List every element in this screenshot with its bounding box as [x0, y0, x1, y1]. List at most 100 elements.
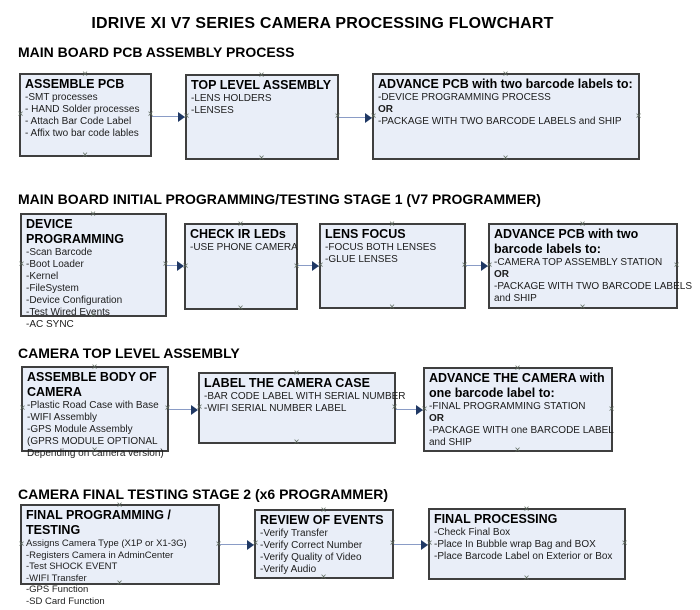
box-title: LENS FOCUS: [325, 227, 406, 241]
connection-handle-icon: ×: [320, 572, 327, 583]
arrow-head-icon: [247, 540, 254, 550]
box-item: -Plastic Road Case with Base: [27, 400, 159, 411]
flow-arrow[interactable]: [169, 404, 198, 416]
flow-arrow[interactable]: [152, 111, 185, 123]
connection-handle-icon: ×: [147, 109, 154, 120]
connection-handle-icon: ×: [196, 402, 203, 413]
box-item: OR: [378, 104, 393, 115]
connection-handle-icon: ×: [514, 363, 521, 374]
process-box-advance-pcb-1[interactable]: × × × × ADVANCE PCB with two barcode lab…: [370, 70, 642, 164]
box-item: OR: [494, 269, 509, 280]
box-item: -USE PHONE CAMERA: [190, 242, 298, 253]
box-item: -GPS Function: [26, 584, 89, 595]
arrow-head-icon: [178, 112, 185, 122]
process-box-advance-pcb-2[interactable]: × × × × ADVANCE PCB with two barcode lab…: [487, 220, 692, 313]
connection-handle-icon: ×: [514, 445, 521, 456]
section-heading: CAMERA FINAL TESTING STAGE 2 (x6 PROGRAM…: [18, 486, 388, 502]
connection-handle-icon: ×: [258, 153, 265, 164]
connection-handle-icon: ×: [91, 445, 98, 456]
connection-handle-icon: ×: [391, 402, 398, 413]
box-item: -PACKAGE WITH one BARCODE LABEL: [429, 425, 614, 436]
box-item: -Verify Audio: [260, 564, 317, 575]
arrow-line: [152, 116, 181, 117]
arrow-line: [396, 409, 419, 410]
connection-handle-icon: ×: [317, 260, 324, 271]
process-box-final-processing[interactable]: × × × × FINAL PROCESSING -Check Final Bo…: [426, 505, 628, 584]
flow-arrow[interactable]: [466, 260, 488, 272]
connection-handle-icon: ×: [116, 578, 123, 589]
arrow-line: [466, 265, 484, 266]
connection-handle-icon: ×: [237, 219, 244, 230]
flow-arrow[interactable]: [394, 539, 428, 551]
box-item: (GPRS MODULE OPTIONAL: [27, 436, 158, 447]
box-item: -LENSES: [191, 105, 234, 116]
box-item: -PACKAGE WITH TWO BARCODE LABELS: [494, 281, 692, 292]
connection-handle-icon: ×: [635, 110, 642, 122]
process-box-advance-camera[interactable]: × × × × ADVANCE THE CAMERA with one barc…: [422, 363, 615, 456]
connection-handle-icon: ×: [18, 259, 25, 270]
flow-arrow[interactable]: [298, 260, 319, 272]
box-title: CHECK IR LEDs: [190, 227, 286, 241]
box-title: ADVANCE PCB with two barcode labels to:: [494, 227, 639, 256]
box-item: -Place Barcode Label on Exterior or Box: [434, 551, 613, 562]
box-item: -FINAL PROGRAMMING STATION: [429, 401, 586, 412]
box-item: Assigns Camera Type (X1P or X1-3G): [26, 538, 187, 549]
connection-handle-icon: ×: [320, 505, 327, 516]
box-item: -Verify Quality of Video: [260, 552, 362, 563]
connection-handle-icon: ×: [82, 150, 88, 161]
arrow-head-icon: [365, 113, 372, 123]
box-item: Depending on camera version): [27, 448, 164, 459]
section-heading: CAMERA TOP LEVEL ASSEMBLY: [18, 345, 240, 361]
process-box-review-of-events[interactable]: × × × × REVIEW OF EVENTS -Verify Transfe…: [252, 505, 396, 583]
flow-arrow[interactable]: [220, 539, 254, 551]
connection-handle-icon: ×: [90, 310, 96, 321]
box-title: REVIEW OF EVENTS: [260, 513, 384, 527]
connection-handle-icon: ×: [18, 538, 25, 550]
arrow-head-icon: [177, 261, 184, 271]
box-item: -AC SYNC: [26, 319, 74, 330]
box-item: -SMT processes: [25, 92, 98, 103]
box-item: OR: [429, 413, 444, 424]
connection-handle-icon: ×: [19, 403, 26, 414]
connection-handle-icon: ×: [91, 362, 98, 373]
flow-arrow[interactable]: [339, 112, 372, 124]
connection-handle-icon: ×: [252, 538, 259, 549]
connection-handle-icon: ×: [293, 260, 300, 272]
arrow-head-icon: [481, 261, 488, 271]
box-item: and SHIP: [494, 293, 537, 304]
process-box-check-ir-leds[interactable]: × × × × CHECK IR LEDs -USE PHONE CAMERA: [182, 219, 300, 314]
box-title: TOP LEVEL ASSEMBLY: [191, 78, 332, 92]
box-item: -GPS Module Assembly: [27, 424, 133, 435]
box-title: DEVICE PROGRAMMING: [26, 217, 124, 246]
box-item: -DEVICE PROGRAMMING PROCESS: [378, 92, 551, 103]
box-item: -Scan Barcode: [26, 247, 93, 258]
box-title: ADVANCE PCB with two barcode labels to:: [378, 77, 633, 91]
arrow-head-icon: [312, 261, 319, 271]
box-item: -Test SHOCK EVENT: [26, 561, 118, 572]
process-box-top-level-assembly[interactable]: × × × × TOP LEVEL ASSEMBLY -LENS HOLDERS…: [184, 71, 341, 164]
box-item: -Verify Transfer: [260, 528, 328, 539]
box-item: -SD Card Function: [26, 595, 105, 607]
flow-arrow[interactable]: [396, 404, 423, 416]
process-box-device-programming[interactable]: × × × × DEVICE PROGRAMMING -Scan Barcode…: [18, 210, 169, 331]
connection-handle-icon: ×: [370, 110, 377, 122]
connection-handle-icon: ×: [215, 538, 222, 550]
connection-handle-icon: ×: [17, 109, 24, 120]
connection-handle-icon: ×: [182, 260, 189, 272]
connection-handle-icon: ×: [293, 437, 300, 448]
box-item: - HAND Solder processes: [25, 104, 140, 115]
process-box-assemble-pcb[interactable]: × × × × ASSEMBLE PCB -SMT processes - HA…: [17, 70, 154, 161]
connection-handle-icon: ×: [426, 538, 433, 549]
connection-handle-icon: ×: [461, 260, 468, 271]
flow-arrow[interactable]: [167, 260, 184, 272]
connection-handle-icon: ×: [502, 153, 509, 164]
process-box-final-programming[interactable]: × × × × FINAL PROGRAMMING / TESTING Assi…: [18, 501, 222, 607]
process-box-assemble-body[interactable]: × × × × ASSEMBLE BODY OF CAMERA -Plastic…: [19, 362, 171, 460]
connection-handle-icon: ×: [162, 259, 169, 270]
arrow-line: [167, 265, 180, 266]
connection-handle-icon: ×: [523, 573, 530, 584]
process-box-label-camera-case[interactable]: × × × × LABEL THE CAMERA CASE -BAR CODE …: [196, 369, 406, 448]
process-box-lens-focus[interactable]: × × × × LENS FOCUS -FOCUS BOTH LENSES -G…: [317, 220, 468, 313]
connection-handle-icon: ×: [334, 111, 341, 122]
